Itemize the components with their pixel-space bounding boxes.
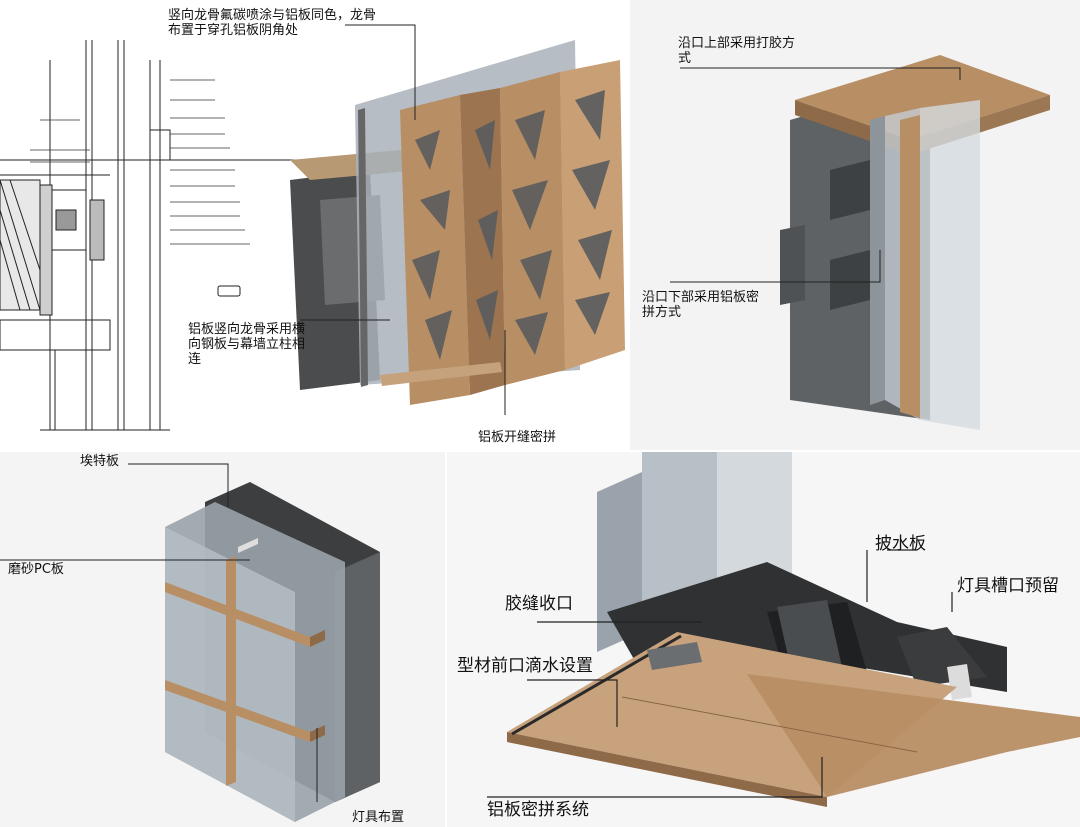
callout-drip-edge: 型材前口滴水设置 [457,656,593,676]
leader-lines [300,24,506,415]
panel-pc-board: 埃特板 磨砂PC板 灯具布置 [0,452,445,827]
pc-board-drawing [0,463,380,822]
callout-flashing: 披水板 [875,534,926,554]
panel-soffit-detail: 披水板 灯具槽口预留 胶缝收口 型材前口滴水设置 铝板密拼系统 [447,452,1080,827]
soffit-detail-drawing [487,452,1080,807]
callout-vertical-keel: 竖向龙骨氟碳喷涂与铝板同色，龙骨 布置于穿孔铝板阴角处 [168,8,377,38]
callout-eter-board: 埃特板 [80,454,120,469]
callout-eave-bottom: 沿口下部采用铝板密 拼方式 [642,290,760,320]
cad-leader-lines [30,79,250,245]
leader-lines [487,549,953,798]
callout-light-layout: 灯具布置 [352,810,405,825]
panel-perforated-facade: 竖向龙骨氟碳喷涂与铝板同色，龙骨 布置于穿孔铝板阴角处 铝板竖向龙骨采用横 向钢… [0,0,626,450]
callout-sealant-joint: 胶缝收口 [505,594,573,614]
leader-lines [0,463,318,802]
cad-section-drawing [0,40,300,431]
panel-eave-detail: 沿口上部采用打胶方 式 沿口下部采用铝板密 拼方式 [630,0,1080,450]
callout-open-joint: 铝板开缝密拼 [478,430,557,445]
callout-eave-top: 沿口上部采用打胶方 式 [678,36,796,66]
perforated-facade-drawing [0,24,625,431]
callout-steel-connection: 铝板竖向龙骨采用横 向钢板与幕墙立柱相 连 [188,322,306,367]
callout-light-slot: 灯具槽口预留 [957,576,1059,596]
callout-panel-system: 铝板密拼系统 [487,800,589,820]
callout-frosted-pc: 磨砂PC板 [8,562,64,577]
facade-3d-model [290,40,625,405]
leader-lines [670,67,961,283]
eave-detail-drawing [670,55,1050,430]
